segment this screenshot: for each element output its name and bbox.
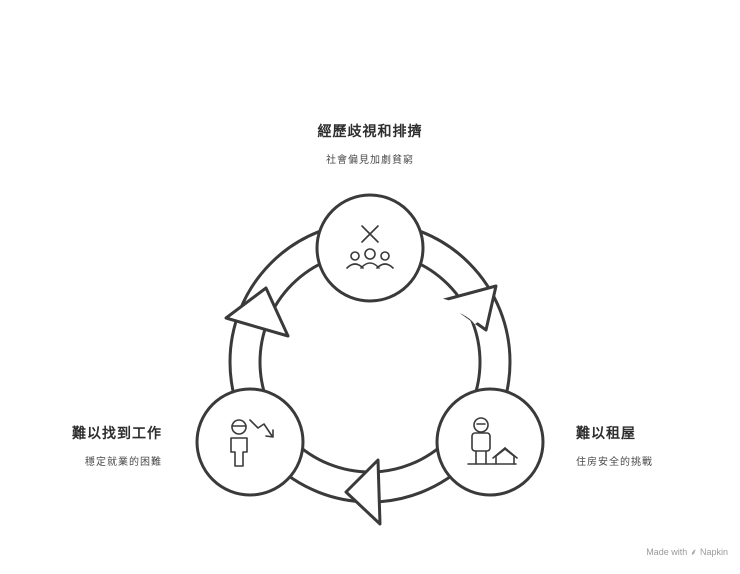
node-left-title: 難以找到工作 [72,426,162,442]
node-circle-left [195,387,305,497]
homeless-person-icon [467,417,518,465]
discrimination-group-icon [346,225,394,269]
node-right-subtitle: 住房安全的挑戰 [576,457,653,468]
arrow-right-to-left [344,458,382,526]
node-circle-top [315,193,425,303]
arrow-top-to-right [438,284,498,332]
node-top-subtitle: 社會偏見加劇貧窮 [326,155,414,166]
job-decline-icon [230,419,274,467]
brand-name: Napkin [699,546,728,557]
node-right-title: 難以租屋 [576,426,636,442]
branding: Made with ⸙ Napkin [646,545,728,558]
made-with-text: Made with [646,546,688,557]
arrow-left-to-top [224,286,290,338]
node-top-title: 經歷歧視和排擠 [317,124,423,140]
node-left-subtitle: 穩定就業的困難 [85,457,162,468]
napkin-logo-icon: ⸙ [690,547,697,557]
